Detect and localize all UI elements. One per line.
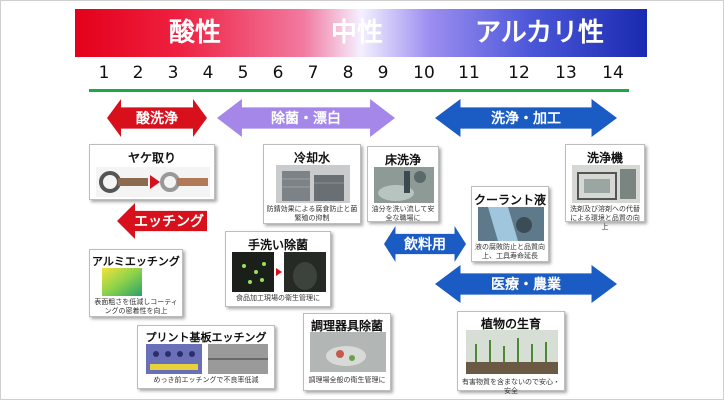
item-desc: 防錆効果による腐食防止と菌繁殖の抑制: [266, 205, 358, 222]
ph-number: 11: [458, 63, 480, 83]
item-desc: 液の腐敗防止と品質向上、工具寿命延長: [475, 243, 545, 260]
item-coolant-card: クーラント液 液の腐敗防止と品質向上、工具寿命延長: [471, 186, 549, 262]
zone-neutral-label: 中性: [331, 18, 384, 48]
ph-number: 10: [413, 63, 435, 83]
washing-machine-photo: [572, 165, 640, 203]
item-title: アルミエッチング: [92, 255, 180, 268]
ph-number: 4: [202, 63, 214, 83]
cooling-tower-photo: [276, 165, 350, 203]
ph-number: 7: [307, 63, 319, 83]
item-yake-card: ヤケ取り: [89, 144, 215, 200]
item-title: プリント基板エッチング: [145, 331, 267, 344]
item-title: 植物の生育: [480, 317, 541, 331]
item-title: 調理器具除菌: [310, 319, 383, 333]
ph-number: 9: [377, 63, 389, 83]
arrow-label: 医療・農業: [491, 277, 561, 293]
arrow-label: 酸洗浄: [136, 111, 178, 127]
ph-number: 12: [508, 63, 530, 83]
ph-number: 2: [132, 63, 144, 83]
beverage-arrow: 飲料用: [384, 226, 466, 262]
item-pcb-card: プリント基板エッチング めっき前エッチングで不良率低減: [137, 325, 275, 389]
acid-wash-arrow: 酸洗浄: [107, 99, 207, 137]
item-aluminum-card: アルミエッチング 表面粗さを低減しコーティングの密着性を向上: [89, 249, 183, 317]
medical-agri-arrow: 医療・農業: [435, 265, 617, 303]
floor-cleaning-photo: [374, 167, 434, 203]
item-desc: 食品加工現場の衛生管理に: [236, 294, 320, 302]
item-desc: めっき前エッチングで不良率低減: [153, 376, 259, 384]
item-handwash-card: 手洗い除菌 食品加工現場の衛生管理に: [225, 231, 331, 307]
ph-scale-line: [89, 89, 629, 92]
item-title: 床洗浄: [384, 153, 421, 167]
hand-comparison-photo: [232, 252, 326, 292]
ph-number: 6: [272, 63, 284, 83]
etching-arrow: エッチング: [117, 203, 207, 239]
pipe-fitting-photo: [96, 167, 210, 197]
ph-number: 3: [167, 63, 179, 83]
arrow-label: エッチング: [134, 214, 204, 230]
aluminum-surface-photo: [102, 268, 142, 296]
coolant-photo: [478, 207, 544, 241]
ph-number: 8: [342, 63, 354, 83]
ph-number: 14: [602, 63, 624, 83]
kitchen-utensil-photo: [310, 332, 386, 372]
item-cooling-water-card: 冷却水 防錆効果による腐食防止と菌繁殖の抑制: [263, 144, 361, 224]
ph-number: 5: [237, 63, 249, 83]
ph-gradient-bar: [75, 9, 647, 57]
arrow-label: 除菌・漂白: [271, 111, 341, 127]
zone-acid-label: 酸性: [169, 18, 222, 48]
item-plant-card: 植物の生育 有害物質を含まないので安心・安全: [457, 311, 565, 395]
arrow-label: 飲料用: [404, 237, 446, 253]
item-washer-card: 洗浄機 洗剤及び溶剤への代替による環境と品質の向上: [565, 144, 645, 231]
item-desc: 洗剤及び溶剤への代替による環境と品質の向上: [570, 205, 640, 231]
item-desc: 表面粗さを低減しコーティングの密着性を向上: [94, 298, 178, 315]
item-title: 冷却水: [293, 151, 330, 165]
item-desc: 油分を洗い流して安全な職場に: [371, 205, 435, 222]
item-title: ヤケ取り: [127, 151, 176, 165]
sterilize-bleach-arrow: 除菌・漂白: [217, 99, 395, 137]
ph-number: 1: [98, 63, 110, 83]
pcb-photo: [146, 344, 268, 374]
item-utensil-card: 調理器具除菌 調理場全般の衛生管理に: [303, 313, 391, 391]
item-floor-wash-card: 床洗浄 油分を洗い流して安全な職場に: [367, 146, 439, 222]
wash-process-arrow: 洗浄・加工: [435, 99, 617, 137]
zone-alkali-label: アルカリ性: [475, 18, 604, 48]
item-title: 手洗い除菌: [247, 238, 308, 252]
item-title: クーラント液: [473, 193, 546, 207]
ph-number: 13: [555, 63, 577, 83]
item-desc: 調理場全般の衛生管理に: [308, 376, 386, 384]
item-title: 洗浄機: [586, 151, 623, 165]
seedling-photo: [466, 330, 558, 374]
item-desc: 有害物質を含まないので安心・安全: [462, 378, 560, 395]
arrow-label: 洗浄・加工: [491, 111, 561, 127]
